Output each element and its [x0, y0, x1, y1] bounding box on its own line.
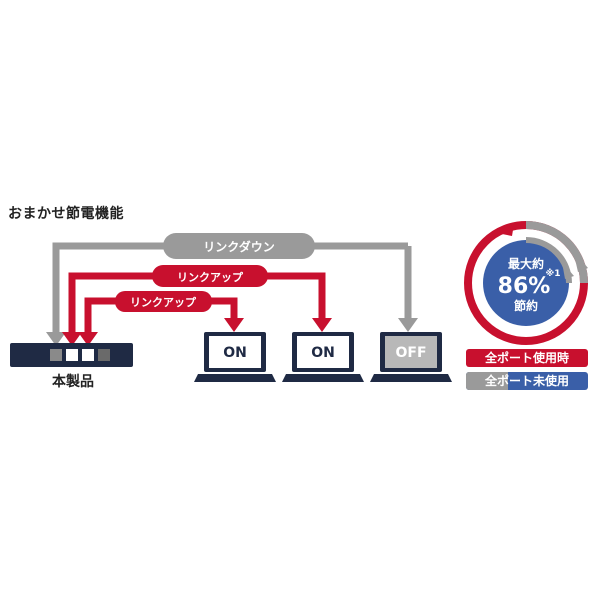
port-4	[98, 349, 110, 361]
diagram-title: おまかせ節電機能	[8, 206, 124, 222]
link-up-label-2: リンクアップ	[130, 295, 197, 309]
savings-percent: 86%	[498, 274, 551, 299]
link-up-label-1: リンクアップ	[177, 270, 244, 284]
switch-device	[10, 343, 133, 367]
link-down-connector	[46, 242, 418, 346]
savings-badge: 最大約 86% ※1 節約	[464, 221, 588, 345]
port-1	[50, 349, 62, 361]
legend-all-ports-used: 全ポート使用時	[466, 349, 588, 367]
laptop-1-state: ON	[223, 345, 247, 361]
link-up-pill-1: リンクアップ	[152, 265, 268, 287]
link-down-pill: リンクダウン	[163, 233, 315, 259]
device-label: 本製品	[52, 374, 94, 390]
savings-line1: 最大約	[508, 256, 544, 271]
laptop-3: OFF	[370, 332, 452, 382]
legend-gray-swatch	[466, 372, 508, 390]
link-up-pill-2: リンクアップ	[115, 291, 212, 312]
savings-note: ※1	[545, 268, 560, 279]
laptop-2-state: ON	[311, 345, 335, 361]
legend-all-ports-unused-label: 全ポート未使用	[484, 374, 569, 388]
port-3	[82, 349, 94, 361]
link-down-label: リンクダウン	[203, 239, 275, 254]
laptop-2: ON	[282, 332, 364, 382]
savings-line3: 節約	[514, 298, 538, 313]
legend-all-ports-unused: 全ポート未使用	[466, 372, 588, 390]
laptop-1: ON	[194, 332, 276, 382]
port-2	[66, 349, 78, 361]
laptop-3-state: OFF	[395, 345, 426, 361]
